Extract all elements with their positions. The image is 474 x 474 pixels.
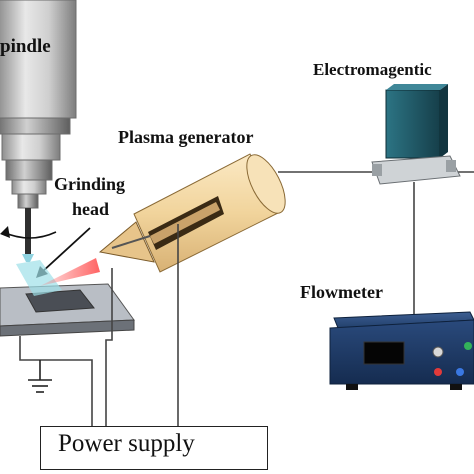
label-electromagnetic: Electromagentic [313,60,432,79]
knob-icon [432,346,444,358]
indicator-blue-icon [456,368,464,376]
spindle [0,0,77,262]
ground-symbol [28,360,52,393]
power-supply-box [40,426,268,470]
label-grinding-line2: head [72,199,110,219]
label-plasma-generator: Plasma generator [118,127,254,147]
flowmeter [329,311,474,390]
rotation-arrowhead [0,226,10,238]
grinding-head-arrow [41,227,91,273]
wires [19,171,474,426]
label-power-supply: Power supply [58,430,195,457]
label-spindle: pindle [0,36,51,57]
work-table [0,260,135,337]
indicator-green-icon [464,342,472,350]
plasma-generator [98,153,286,273]
indicator-red-icon [434,368,442,376]
label-grinding-line1: Grinding [54,174,126,194]
electromagnetic-valve [371,84,461,185]
plasma-jet [40,258,100,286]
label-flowmeter: Flowmeter [300,282,383,302]
flowmeter-display [363,341,405,365]
